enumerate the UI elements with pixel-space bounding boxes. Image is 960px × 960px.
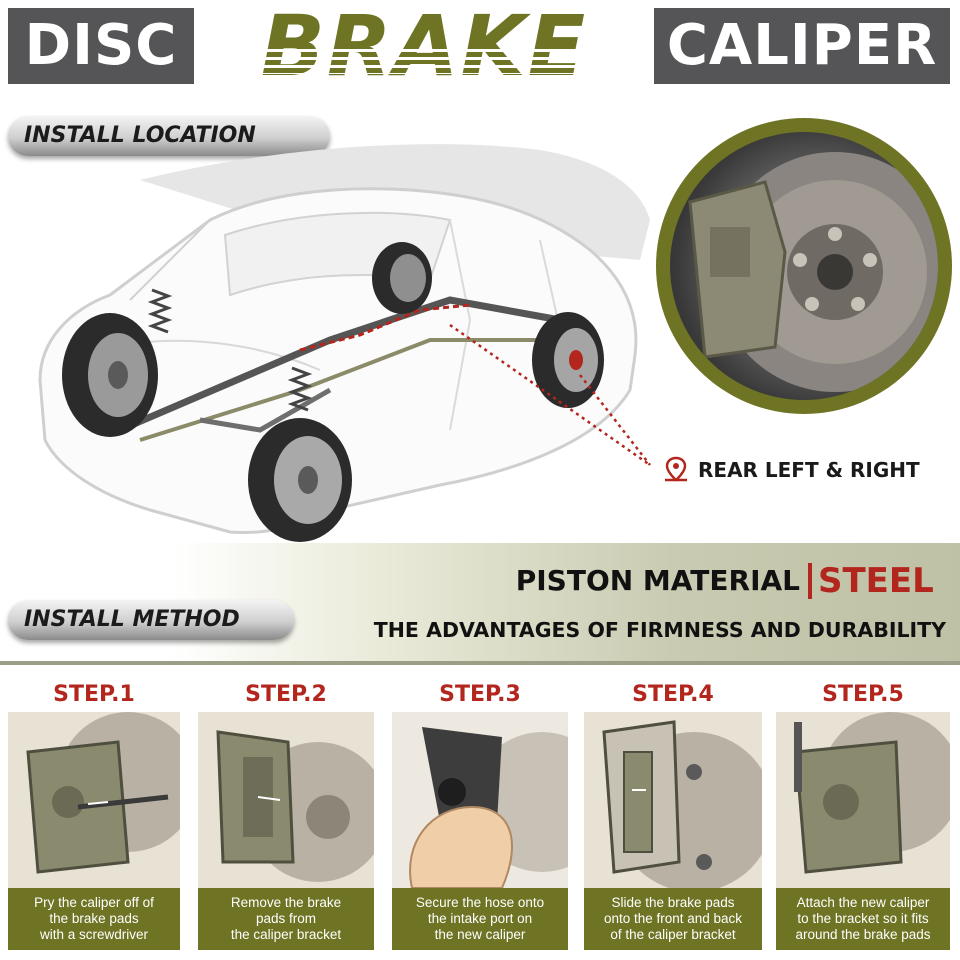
step-5-line-3: around the brake pads [795,927,931,942]
title-brake: BRAKE [260,0,588,95]
rear-position-label: REAR LEFT & RIGHT [698,458,920,482]
band-divider [0,661,960,665]
material-separator [808,563,812,599]
step-2-line-3: the caliper bracket [230,927,342,942]
install-location-label: INSTALL LOCATION [8,116,330,156]
step-3-image [392,712,568,888]
piston-material-label: PISTON MATERIAL [515,564,800,597]
step-1-title: STEP.1 [53,682,135,707]
material-value: STEEL [818,561,934,601]
step-3-caption: Secure the hose onto the intake port on … [392,888,568,950]
step-4-line-2: onto the front and back [603,911,743,926]
rear-left-wheel [372,242,432,314]
rear-right-wheel [532,312,604,408]
front-left-wheel [62,313,158,437]
step-3-line-3: the new caliper [434,927,526,942]
step-2-title: STEP.2 [245,682,327,707]
advantages-text: THE ADVANTAGES OF FIRMNESS AND DURABILIT… [373,618,946,642]
step-4-image [584,712,762,888]
step-2-line-2: pads from [255,911,317,926]
step-4-line-3: of the caliper bracket [610,927,736,942]
step-2-caption: Remove the brake pads from the caliper b… [198,888,374,950]
step-1-line-3: with a screwdriver [39,927,149,942]
step-3-title: STEP.3 [439,682,521,707]
car-illustration [38,144,651,542]
step-5-title: STEP.5 [822,682,904,707]
step-5-line-2: to the bracket so it fits [797,911,929,926]
title-caliper: CALIPER [654,8,950,84]
step-3-line-2: the intake port on [427,911,533,926]
title-disc: DISC [8,8,194,84]
step-2-line-1: Remove the brake [230,895,342,910]
front-right-wheel [248,418,352,542]
install-method-label: INSTALL METHOD [8,600,294,640]
step-5-line-1: Attach the new caliper [796,895,930,910]
location-pin-icon [665,456,687,482]
step-5-image [776,712,950,888]
step-1-caption: Pry the caliper off of the brake pads wi… [8,888,180,950]
step-2-image [198,712,374,888]
step-4-caption: Slide the brake pads onto the front and … [584,888,762,950]
step-4-line-1: Slide the brake pads [611,895,735,910]
step-1-image [8,712,180,888]
step-1-line-1: Pry the caliper off of [34,895,154,910]
brake-closeup-image [670,132,938,400]
step-5-caption: Attach the new caliper to the bracket so… [776,888,950,950]
step-3-line-1: Secure the hose onto [415,895,545,910]
step-4-title: STEP.4 [632,682,714,707]
step-1-line-2: the brake pads [49,911,139,926]
